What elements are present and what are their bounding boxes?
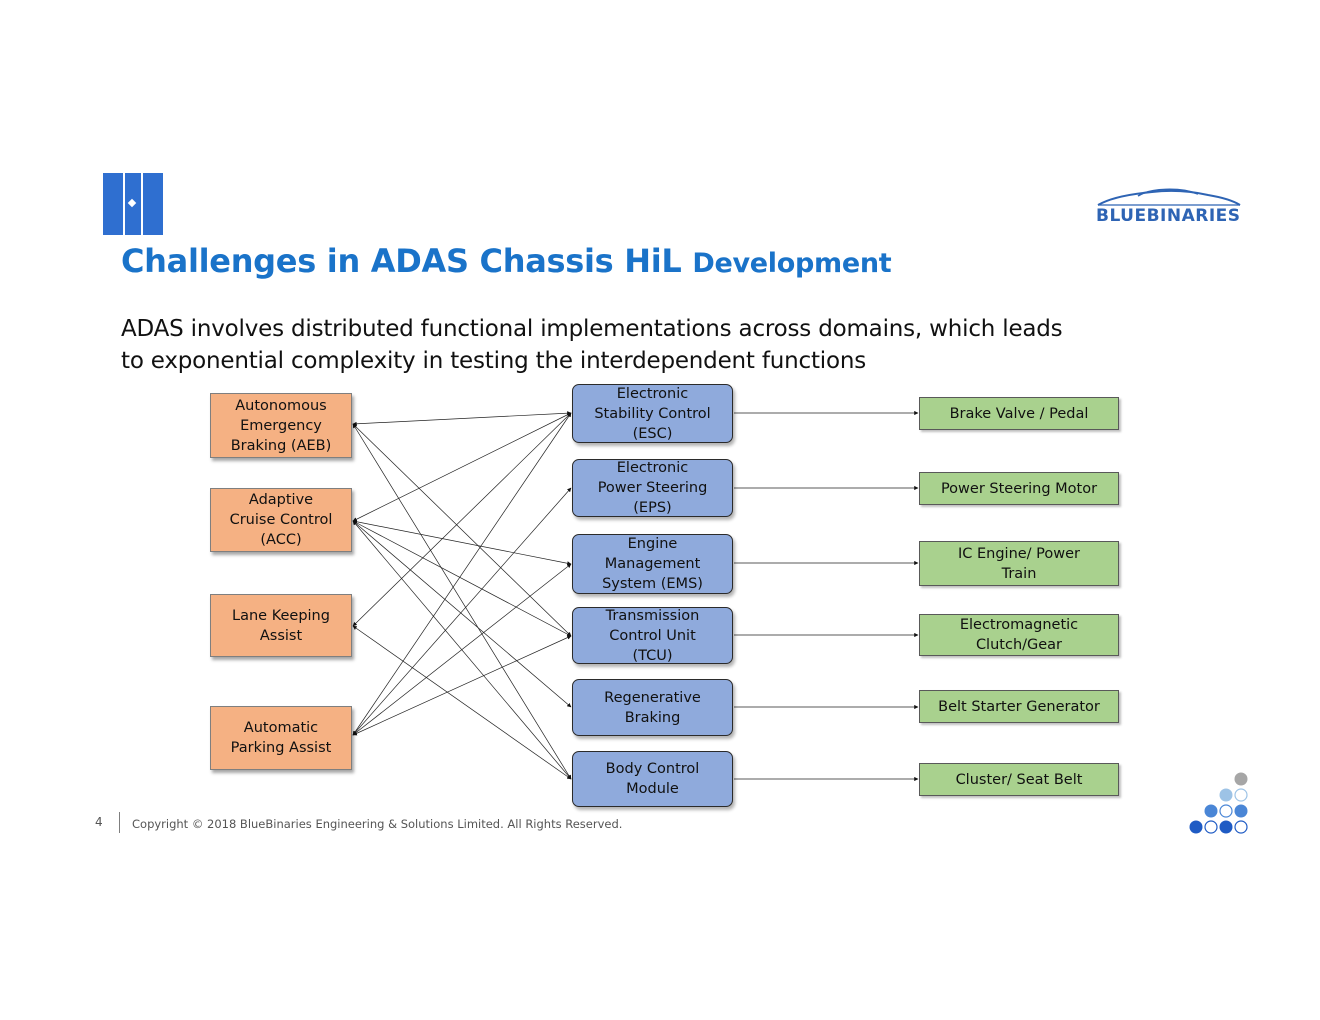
ecu-body-control-module: Body Control Module: [572, 751, 733, 807]
subtitle: ADAS involves distributed functional imp…: [121, 313, 1231, 377]
adas-function-aeb: Autonomous Emergency Braking (AEB): [210, 393, 352, 458]
page-title: Challenges in ADAS Chassis HiL Developme…: [121, 242, 892, 280]
title-main: Challenges in ADAS Chassis HiL: [121, 242, 682, 280]
connector-line: [352, 412, 572, 736]
actuator-ic-engine: IC Engine/ Power Train: [919, 541, 1119, 586]
actuator-power-steering-motor: Power Steering Motor: [919, 472, 1119, 505]
corner-accent-block: [103, 173, 163, 235]
adas-function-apa: Automatic Parking Assist: [210, 706, 352, 770]
logo-text: BLUEBINARIES: [1096, 206, 1241, 226]
bluebinaries-logo: BLUEBINARIES: [1090, 186, 1250, 232]
ecu-esc: Electronic Stability Control (ESC): [572, 384, 733, 443]
actuator-clutch-gear: Electromagnetic Clutch/Gear: [919, 614, 1119, 656]
decorative-dots-icon: [1189, 772, 1248, 834]
connector-line: [352, 412, 572, 627]
title-tail: Development: [692, 248, 892, 279]
adas-function-acc: Adaptive Cruise Control (ACC): [210, 488, 352, 552]
copyright-text: Copyright © 2018 BlueBinaries Engineerin…: [132, 817, 623, 831]
subtitle-line-1: ADAS involves distributed functional imp…: [121, 316, 1063, 342]
connector-line: [352, 412, 572, 522]
connector-line: [352, 487, 572, 736]
actuator-belt-starter-generator: Belt Starter Generator: [919, 690, 1119, 723]
connector-line: [352, 423, 572, 780]
car-silhouette-icon: [1097, 188, 1241, 206]
connector-line: [352, 635, 572, 736]
ecu-tcu: Transmission Control Unit (TCU): [572, 607, 733, 664]
connector-line: [352, 520, 572, 708]
connector-line: [352, 625, 572, 780]
subtitle-line-2: to exponential complexity in testing the…: [121, 348, 866, 374]
connector-line: [352, 423, 572, 637]
ecu-ems: Engine Management System (EMS): [572, 534, 733, 594]
connector-line: [352, 519, 572, 566]
connector-line: [352, 563, 572, 736]
connector-line: [352, 520, 572, 637]
ecu-regenerative-braking: Regenerative Braking: [572, 679, 733, 736]
ecu-eps: Electronic Power Steering (EPS): [572, 459, 733, 517]
adas-function-lka: Lane Keeping Assist: [210, 594, 352, 657]
connector-line: [352, 520, 572, 780]
actuator-brake-valve: Brake Valve / Pedal: [919, 397, 1119, 430]
actuator-cluster-seat-belt: Cluster/ Seat Belt: [919, 763, 1119, 796]
page-number: 4: [95, 815, 103, 829]
footer-divider: [119, 812, 120, 833]
connector-line: [352, 411, 572, 426]
